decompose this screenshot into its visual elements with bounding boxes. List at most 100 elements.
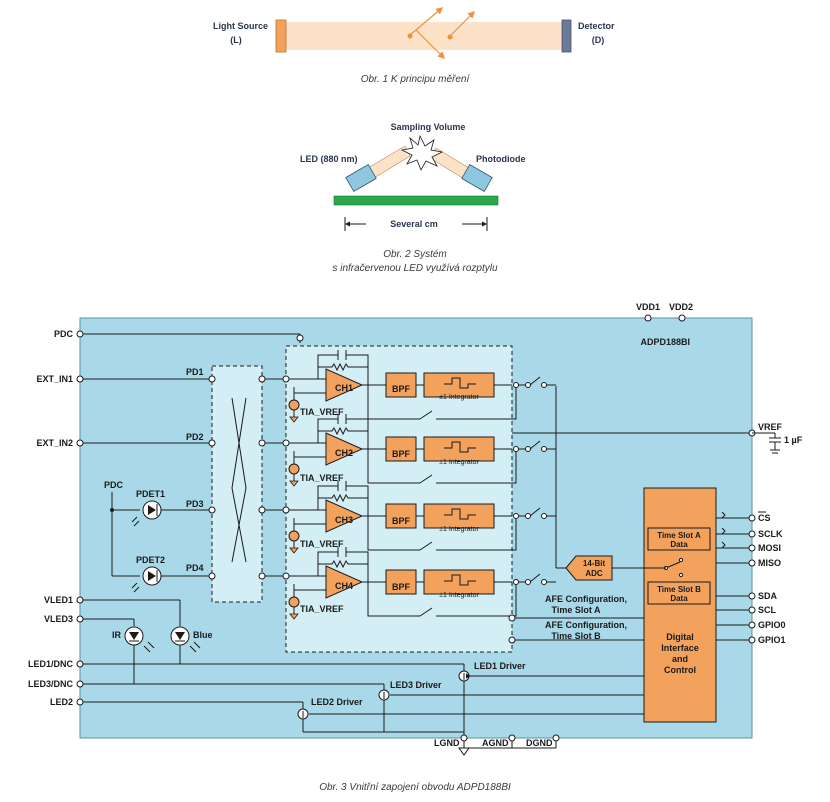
integrator-label: ±1 Integrator — [439, 526, 479, 533]
scatter-arrow — [409, 7, 444, 36]
pdet1-label: PDET1 — [136, 489, 165, 499]
pd4-label: PD4 — [186, 563, 204, 573]
switch-node — [541, 579, 547, 585]
ch2-label: CH2 — [335, 448, 353, 458]
pin-label-scl: SCL — [758, 605, 777, 615]
integrator-waveform — [444, 574, 476, 586]
slot-b-data — [647, 581, 711, 605]
figure-3: ADPD188BI VDD1 VDD2 PDC EXT_IN1 EXT_IN2 … — [28, 302, 803, 793]
vdd2-label: VDD2 — [669, 302, 693, 312]
pd2-label: PD2 — [186, 432, 204, 442]
tia-vref-label: TIA_VREF — [300, 473, 344, 483]
bypass-wire — [367, 449, 420, 484]
switch-node — [541, 513, 547, 519]
particle — [407, 33, 413, 39]
switch-node — [513, 513, 519, 519]
tia-vref-label: TIA_VREF — [300, 604, 344, 614]
pdet2-label: PDET2 — [136, 555, 165, 565]
feedback-wire — [317, 485, 369, 517]
pin-label-miso: MISO — [758, 558, 781, 568]
integrator-label: ±1 Integrator — [439, 394, 479, 401]
particle — [447, 34, 453, 40]
bpf-label: BPF — [392, 516, 411, 526]
tia-vref-source — [288, 463, 300, 475]
ir-label: IR — [112, 630, 122, 640]
pdet2-diode — [142, 566, 162, 586]
photodiode-sensor — [461, 164, 493, 192]
bypass-switch — [419, 607, 433, 617]
integrator-waveform — [444, 441, 476, 453]
figure-3-caption: Obr. 3 Vnitřní zapojení obvodu ADPD188BI — [319, 782, 511, 793]
switch-node — [541, 382, 547, 388]
tia-vref-source — [288, 530, 300, 542]
vdd1-pin — [644, 314, 652, 322]
bypass-wire — [367, 582, 420, 617]
integrator-block — [423, 372, 495, 398]
bpf-label: BPF — [392, 582, 411, 592]
adc-line2: ADC — [585, 569, 603, 578]
integrator-waveform — [444, 508, 476, 520]
figure-1: Light Source (L) Detector (D) Obr. 1 K p… — [213, 7, 615, 85]
pin-label-gpio1: GPIO1 — [758, 635, 786, 645]
bypass-wire — [436, 452, 517, 484]
tia-vref-label: TIA_VREF — [300, 407, 344, 417]
bpf-label: BPF — [392, 449, 411, 459]
pdc-inner-label: PDC — [104, 480, 124, 490]
light-source-abbr: (L) — [230, 35, 242, 45]
integrator-label: ±1 Integrator — [439, 592, 479, 599]
feedback-wire — [317, 551, 369, 583]
output-switch — [529, 573, 541, 583]
afe-b-line1: AFE Configuration, — [545, 620, 627, 630]
pin-label-gpio0: GPIO0 — [758, 620, 786, 630]
feedback-resistor — [318, 362, 368, 372]
blue-led — [170, 626, 190, 646]
bypass-wire — [436, 388, 517, 420]
slot-a-data — [647, 527, 711, 551]
pin-label-mosi: MOSI — [758, 543, 781, 553]
skin-surface — [333, 195, 499, 206]
led3-driver-label: LED3 Driver — [390, 680, 442, 690]
tia-ground — [289, 480, 299, 487]
opamp-ch3 — [325, 499, 364, 533]
feedback-wire — [317, 418, 369, 450]
feedback-resistor — [318, 426, 368, 436]
feedback-resistor — [318, 559, 368, 569]
switch-node — [525, 513, 531, 519]
switch-node — [525, 579, 531, 585]
bpf-block — [385, 372, 417, 398]
integrator-block — [423, 569, 495, 595]
output-switch — [529, 507, 541, 517]
switch-node — [513, 446, 519, 452]
scatter-arrow — [449, 10, 476, 37]
figure-2: Sampling Volume LED (880 nm) Photodiode … — [300, 122, 526, 274]
distance-label: Several cm — [390, 219, 438, 229]
figure-1-caption: Obr. 1 K principu měření — [361, 74, 471, 85]
led2-driver — [297, 708, 309, 720]
matrix-outputs — [208, 375, 290, 580]
bypass-wire — [436, 519, 517, 551]
ch1-label: CH1 — [335, 383, 353, 393]
chip-name: ADPD188BI — [640, 337, 690, 347]
slot-a-line2: Data — [670, 540, 688, 549]
ch3-label: CH3 — [335, 515, 353, 525]
switch-node — [513, 579, 519, 585]
opamp-ch2 — [325, 432, 364, 466]
right-pins: VREF CS SCLK MOSI MISO SDA SCL GPIO0 GPI… — [748, 422, 803, 645]
light-beam — [286, 22, 562, 50]
light-source-block — [275, 19, 287, 53]
switch-node — [541, 446, 547, 452]
pin-label-vled1: VLED1 — [44, 595, 73, 605]
pdet1-diode — [142, 500, 162, 520]
opamp-ch1 — [325, 368, 364, 402]
led1-driver — [458, 670, 470, 682]
bypass-switch — [419, 410, 433, 420]
channels — [288, 350, 556, 620]
output-switch — [529, 376, 541, 386]
led-label: LED (880 nm) — [300, 154, 358, 164]
feedback-resistor — [318, 493, 368, 503]
dgnd-label: DGND — [526, 738, 553, 748]
slot-b-line2: Data — [670, 594, 688, 603]
tia-vref-source — [288, 399, 300, 411]
bpf-block — [385, 569, 417, 595]
photodiode-label: Photodiode — [476, 154, 526, 164]
